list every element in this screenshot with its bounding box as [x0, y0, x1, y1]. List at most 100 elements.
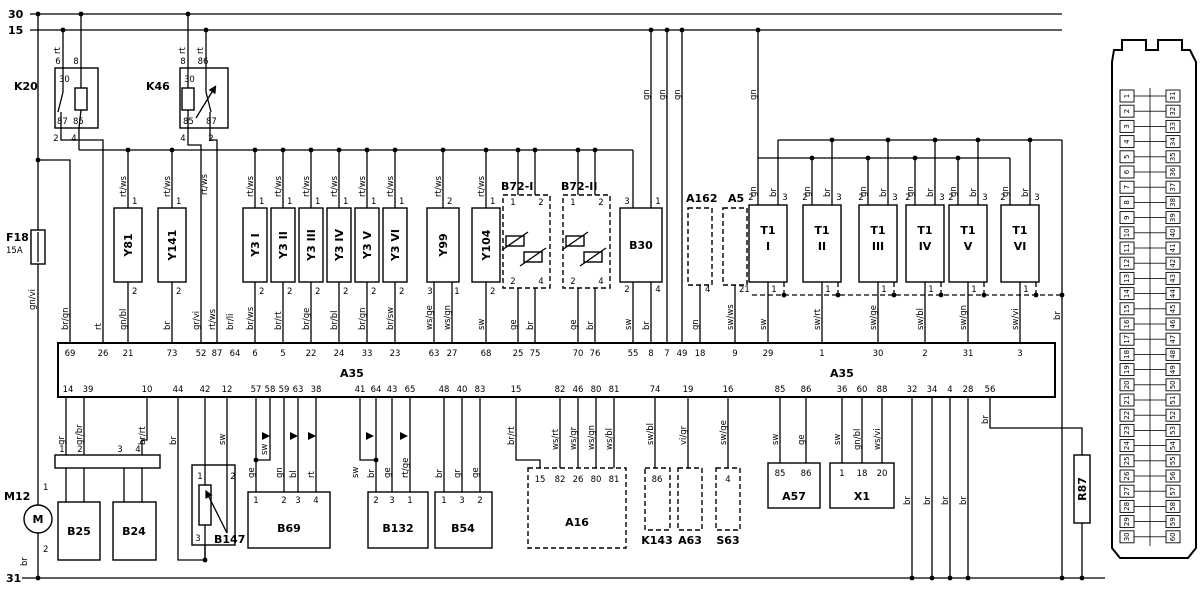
junction-dot	[336, 147, 342, 153]
connector-pin-number: 17	[1123, 335, 1131, 344]
diagram-label: 2	[802, 193, 807, 203]
diagram-label: 86	[801, 385, 812, 395]
diagram-label: br	[879, 188, 889, 197]
connector-pin-number: 27	[1123, 487, 1131, 496]
diagram-label: Y3 II	[277, 231, 290, 260]
junction-dot	[829, 137, 835, 143]
diagram-label: sw	[624, 319, 634, 330]
diagram-label: B25	[67, 525, 91, 538]
junction-dot	[955, 155, 961, 161]
diagram-label: 2	[371, 287, 376, 297]
diagram-label: ws/bl	[605, 428, 615, 450]
diagram-label: br	[1021, 188, 1031, 197]
arrow-mark	[205, 489, 213, 499]
diagram-label: 30	[59, 75, 70, 85]
component-box	[426, 207, 460, 283]
diagram-label: B147	[214, 533, 245, 546]
diagram-label: 1	[971, 285, 976, 295]
junction-dot	[938, 292, 944, 298]
diagram-label: A16	[565, 516, 589, 529]
wire	[208, 496, 228, 534]
diagram-label: V	[964, 240, 973, 253]
junction-dot	[35, 575, 41, 581]
diagram-label: ge	[471, 467, 481, 478]
component-box	[298, 207, 324, 283]
diagram-label: 85	[183, 117, 194, 127]
connector-pin-number: 10	[1123, 228, 1131, 237]
diagram-label: 1	[343, 197, 348, 207]
connector-pin-number: 8	[1123, 200, 1131, 204]
diagram-label: br/li	[226, 314, 236, 330]
diagram-label: br/bl	[330, 310, 340, 330]
component-box	[677, 467, 703, 531]
diagram-label: 10	[142, 385, 153, 395]
diagram-label: br	[526, 321, 536, 330]
diagram-label: 4	[947, 385, 952, 395]
diagram-label: gn	[1001, 186, 1011, 197]
diagram-label: 4	[598, 277, 603, 287]
connector-pin-number: 15	[1123, 304, 1131, 313]
diagram-label: Y3 III	[305, 229, 318, 262]
diagram-label: B72-II	[561, 180, 597, 193]
diagram-label: 76	[590, 349, 601, 359]
connector-pin-number: 41	[1169, 244, 1177, 253]
diagram-label: 75	[530, 349, 541, 359]
connector-pin-number: 37	[1169, 183, 1177, 192]
diagram-label: bl	[289, 470, 299, 478]
junction-dot	[891, 292, 897, 298]
component-box	[722, 207, 748, 286]
connector-pin-number: 14	[1123, 289, 1131, 298]
connector-pin-number: 34	[1169, 137, 1177, 146]
component-box	[905, 204, 945, 283]
diagram-label: 18	[695, 349, 706, 359]
diagram-label: br	[941, 496, 951, 505]
diagram-label: 2	[538, 198, 543, 208]
diagram-label: br	[923, 496, 933, 505]
component-box	[858, 204, 898, 283]
junction-dot	[885, 137, 891, 143]
diagram-label: 15A	[6, 246, 23, 256]
diagram-label: 31	[6, 572, 21, 585]
diagram-label: M12	[4, 490, 30, 503]
diagram-label: 27	[447, 349, 458, 359]
diagram-label: 2	[287, 287, 292, 297]
diagram-label: 3	[195, 534, 200, 544]
diagram-label: 85	[775, 469, 786, 479]
connector-pin-number: 16	[1123, 319, 1131, 328]
junction-dot	[965, 575, 971, 581]
connector-pin-number: 60	[1169, 532, 1177, 541]
diagram-label: 1	[1023, 285, 1028, 295]
diagram-label: 1	[454, 287, 459, 297]
diagram-label: 8	[73, 57, 78, 67]
diagram-label: rt/ws	[477, 175, 487, 197]
junction-dot	[865, 155, 871, 161]
diagram-label: 26	[98, 349, 109, 359]
diagram-label: gn	[949, 186, 959, 197]
diagram-label: rt/ws	[274, 175, 284, 197]
diagram-label: R87	[1076, 477, 1089, 501]
connector-pin-number: 29	[1123, 517, 1131, 526]
diagram-label: rt/ws	[208, 308, 218, 330]
diagram-label: rt/ge	[401, 458, 411, 478]
diagram-label: 88	[877, 385, 888, 395]
connector-pin-number: 23	[1123, 426, 1131, 435]
diagram-label: 1	[259, 197, 264, 207]
diagram-label: 3	[1017, 349, 1022, 359]
diagram-label: 30	[184, 75, 195, 85]
junction-dot	[308, 147, 314, 153]
junction-dot	[909, 575, 915, 581]
wire	[187, 128, 202, 343]
diagram-label: 1	[315, 197, 320, 207]
diagram-label: III	[872, 240, 884, 253]
component-box	[112, 501, 157, 561]
diagram-label: gn	[749, 89, 759, 100]
diagram-label: rt	[53, 47, 63, 54]
diagram-label: 2	[315, 287, 320, 297]
diagram-label: br	[959, 496, 969, 505]
junction-dot	[781, 292, 787, 298]
arrow-mark	[262, 432, 270, 440]
diagram-label: 14	[63, 385, 74, 395]
diagram-label: 2	[1000, 193, 1005, 203]
component-box	[57, 342, 1056, 398]
diagram-label: 73	[167, 349, 178, 359]
